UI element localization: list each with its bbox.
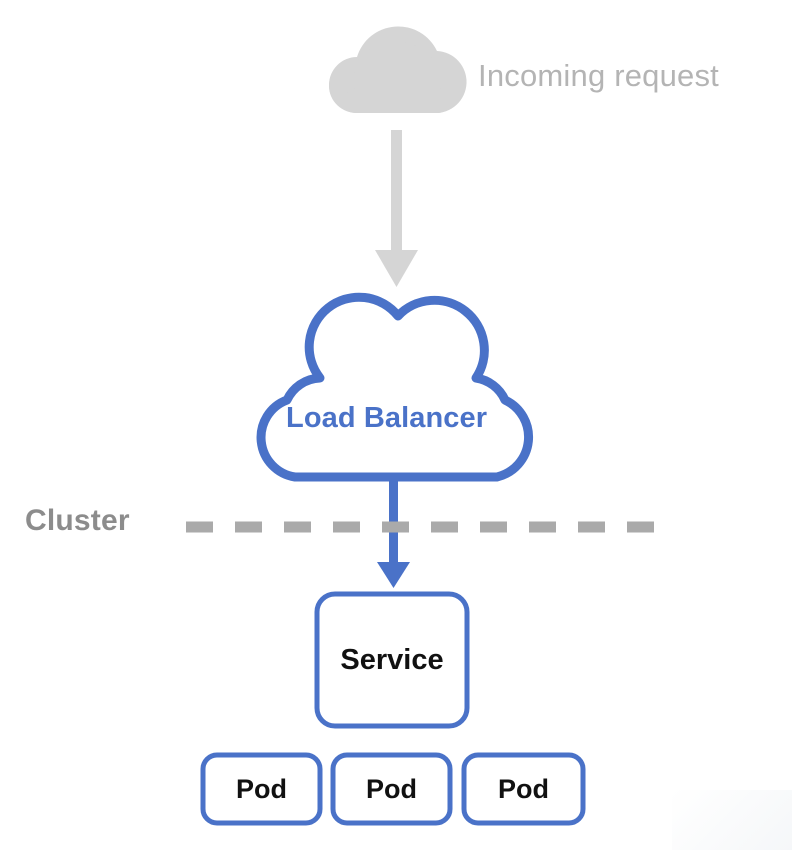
cluster-boundary-label: Cluster xyxy=(25,504,130,537)
pod-label-1: Pod xyxy=(366,773,417,804)
pod-label-2: Pod xyxy=(498,773,549,804)
incoming-to-load-balancer-arrow xyxy=(375,130,418,287)
pod-box-0[interactable] xyxy=(200,752,323,826)
incoming-request-label: Incoming request xyxy=(478,58,719,93)
pod-box-2[interactable] xyxy=(461,752,586,826)
service-box[interactable] xyxy=(314,591,470,729)
pod-box-1[interactable] xyxy=(330,752,453,826)
pod-label-0: Pod xyxy=(236,773,287,804)
load-balancer-to-service-arrow xyxy=(377,478,410,588)
incoming-request-cloud-icon xyxy=(329,26,467,114)
load-balancer-label: Load Balancer xyxy=(286,402,488,434)
load-balancer-cloud-icon xyxy=(256,292,534,482)
service-label: Service xyxy=(340,643,444,676)
